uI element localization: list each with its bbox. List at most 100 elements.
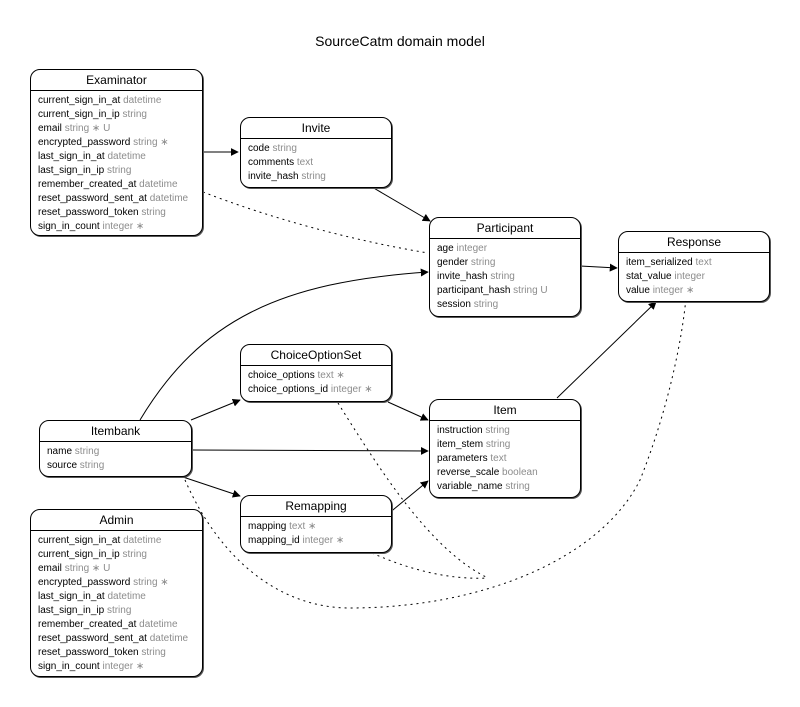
attribute-name: invite_hash xyxy=(437,271,488,282)
edge-item-response xyxy=(556,301,657,399)
edge-itembank-remapping xyxy=(179,475,241,498)
attribute-name: sign_in_count xyxy=(38,661,100,672)
attribute-row: reset_password_sent_at datetime xyxy=(38,192,195,206)
attribute-list: mapping text ∗mapping_id integer ∗ xyxy=(241,517,391,548)
edge-remapping-response-dotted xyxy=(371,552,489,579)
edge-itembank-response-dotted xyxy=(184,297,687,609)
attribute-type: string xyxy=(301,171,326,182)
attribute-name: value xyxy=(626,285,650,296)
attribute-name: remember_created_at xyxy=(38,179,137,190)
attribute-type: string ∗ xyxy=(133,137,169,148)
attribute-row: encrypted_password string ∗ xyxy=(38,576,195,590)
attribute-row: reset_password_token string xyxy=(38,646,195,660)
attribute-type: integer xyxy=(674,271,705,282)
attribute-row: last_sign_in_ip string xyxy=(38,604,195,618)
attribute-name: age xyxy=(437,243,454,254)
attribute-row: sign_in_count integer ∗ xyxy=(38,660,195,674)
edge-choiceoptionset-item xyxy=(387,401,429,421)
entity-remapping: Remapping mapping text ∗mapping_id integ… xyxy=(240,495,392,553)
attribute-type: integer ∗ xyxy=(302,535,345,546)
attribute-type: text xyxy=(490,453,507,464)
attribute-type: datetime xyxy=(149,193,189,204)
attribute-type: text xyxy=(695,257,712,268)
attribute-row: item_serialized text xyxy=(626,256,762,270)
attribute-name: reset_password_token xyxy=(38,647,139,658)
attribute-row: variable_name string xyxy=(437,480,573,494)
attribute-type: string xyxy=(485,425,510,436)
attribute-name: reverse_scale xyxy=(437,467,500,478)
attribute-type: string xyxy=(74,446,100,457)
entity-title: Participant xyxy=(430,218,580,239)
entity-title: ChoiceOptionSet xyxy=(241,345,391,366)
attribute-name: comments xyxy=(248,157,295,168)
edge-examinator-participant-dotted xyxy=(202,191,429,254)
attribute-name: email xyxy=(38,563,62,574)
attribute-name: choice_options_id xyxy=(248,384,329,395)
attribute-type: string xyxy=(79,460,105,471)
attribute-name: reset_password_token xyxy=(38,207,139,218)
attribute-row: item_stem string xyxy=(437,438,573,452)
attribute-name: encrypted_password xyxy=(38,577,131,588)
attribute-type: boolean xyxy=(502,467,538,478)
attribute-row: value integer ∗ xyxy=(626,284,762,298)
attribute-name: current_sign_in_at xyxy=(38,95,121,106)
attribute-row: reset_password_sent_at datetime xyxy=(38,632,195,646)
attribute-row: name string xyxy=(47,445,184,459)
entity-title: Remapping xyxy=(241,496,391,517)
attribute-name: participant_hash xyxy=(437,285,511,296)
attribute-row: mapping_id integer ∗ xyxy=(248,534,384,548)
attribute-name: session xyxy=(437,299,471,310)
attribute-name: instruction xyxy=(437,425,483,436)
attribute-row: age integer xyxy=(437,242,573,256)
attribute-type: string xyxy=(470,257,496,268)
attribute-name: last_sign_in_ip xyxy=(38,165,105,176)
attribute-name: email xyxy=(38,123,62,134)
attribute-row: reset_password_token string xyxy=(38,206,195,220)
attribute-type: string ∗ U xyxy=(64,123,111,134)
attribute-type: datetime xyxy=(149,633,189,644)
attribute-type: datetime xyxy=(107,591,146,602)
attribute-row: email string ∗ U xyxy=(38,562,195,576)
attribute-row: remember_created_at datetime xyxy=(38,618,195,632)
edge-itembank-item xyxy=(190,446,429,455)
attribute-type: string xyxy=(490,271,515,282)
attribute-name: encrypted_password xyxy=(38,137,131,148)
attribute-name: last_sign_in_at xyxy=(38,151,105,162)
attribute-type: datetime xyxy=(139,619,178,630)
edge-choiceoptionset-response-dotted xyxy=(337,402,489,579)
attribute-type: text xyxy=(296,157,314,168)
attribute-name: invite_hash xyxy=(248,171,299,182)
attribute-name: reset_password_sent_at xyxy=(38,193,147,204)
attribute-type: text ∗ xyxy=(289,521,317,532)
attribute-row: participant_hash string U xyxy=(437,284,573,298)
attribute-name: reset_password_sent_at xyxy=(38,633,147,644)
attribute-row: email string ∗ U xyxy=(38,122,195,136)
attribute-name: current_sign_in_at xyxy=(38,535,121,546)
attribute-type: string xyxy=(106,165,132,176)
edge-participant-response xyxy=(579,263,618,272)
attribute-row: mapping text ∗ xyxy=(248,520,384,534)
entity-title: Response xyxy=(619,232,769,253)
attribute-type: text ∗ xyxy=(317,370,345,381)
attribute-row: invite_hash string xyxy=(248,170,384,184)
attribute-row: last_sign_in_ip string xyxy=(38,164,195,178)
attribute-name: mapping_id xyxy=(248,535,300,546)
attribute-type: datetime xyxy=(123,535,162,546)
attribute-type: datetime xyxy=(107,151,146,162)
entity-title: Itembank xyxy=(40,421,191,442)
attribute-row: source string xyxy=(47,459,184,473)
attribute-type: string xyxy=(473,299,499,310)
attribute-name: sign_in_count xyxy=(38,221,100,232)
attribute-type: string xyxy=(505,481,530,492)
attribute-name: last_sign_in_at xyxy=(38,591,105,602)
